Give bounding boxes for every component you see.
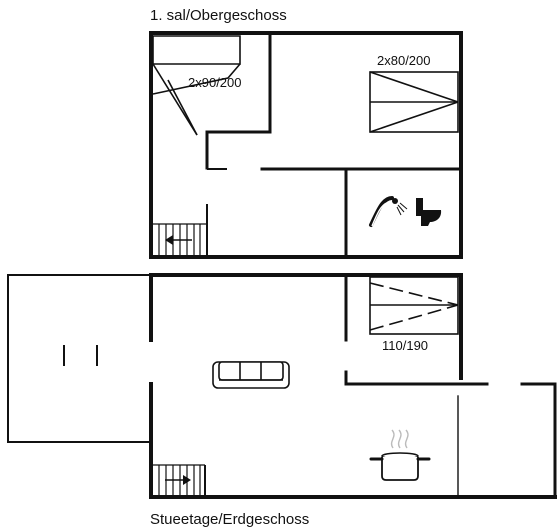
sofa-icon	[212, 361, 290, 389]
bed-2x80-icon	[369, 71, 459, 133]
bed-label-upper-left: 2x90/200	[188, 75, 242, 90]
ground-stairs-icon	[153, 464, 206, 495]
toilet-icon	[416, 198, 442, 226]
bed-label-upper-right: 2x80/200	[377, 53, 431, 68]
terrace-outline	[7, 274, 150, 443]
bed-110-icon	[369, 276, 459, 335]
upper-stairs-icon	[153, 223, 207, 255]
ground-floor-outer-wall	[149, 273, 557, 499]
ground-floor-title: Stueetage/Erdgeschoss	[150, 511, 309, 528]
ground-floor: 110/190	[7, 273, 557, 528]
bed-2x90-icon	[152, 35, 241, 136]
ground-floor-interior-walls	[344, 275, 463, 496]
shower-icon	[369, 196, 408, 227]
bed-label-ground: 110/190	[382, 338, 428, 353]
cooking-pot-icon	[369, 429, 431, 481]
upper-floor-outer-wall	[149, 31, 463, 259]
upper-floor-title: 1. sal/Obergeschoss	[150, 7, 287, 24]
upper-floor: 1. sal/Obergeschoss 2x90/200 2x80/200	[149, 7, 463, 259]
upper-floor-interior-walls	[205, 33, 461, 257]
